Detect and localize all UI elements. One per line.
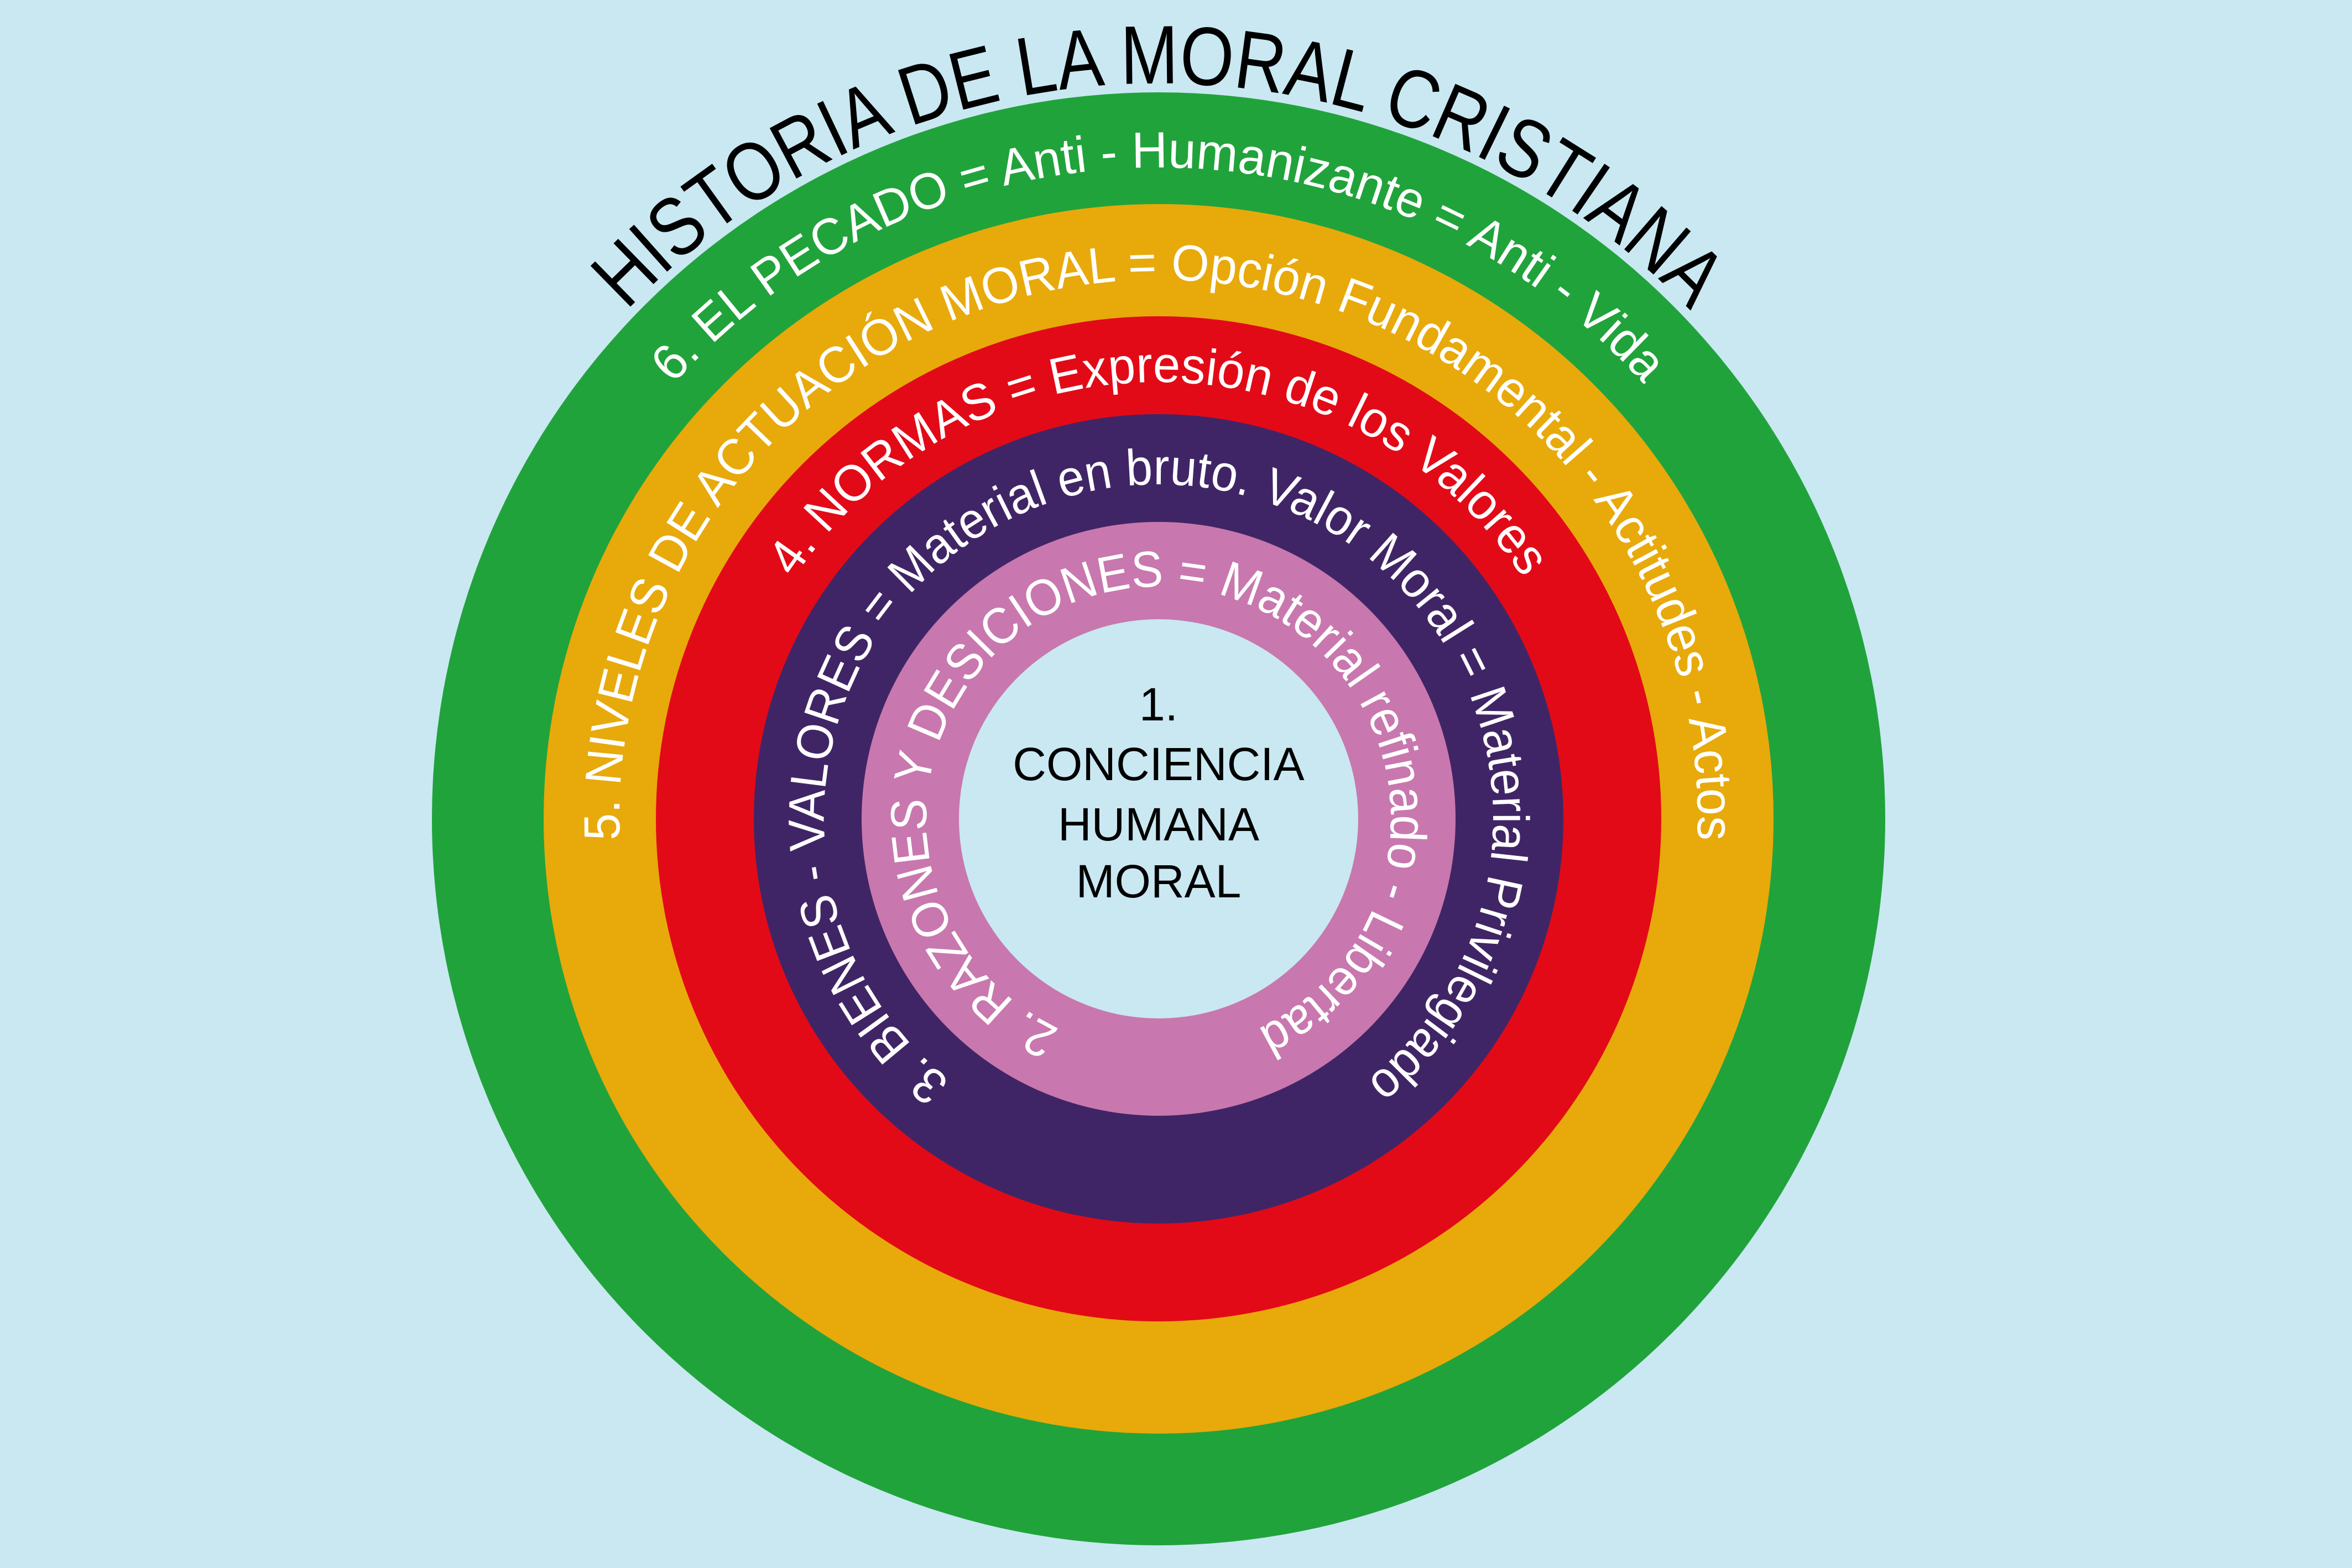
center-line-conciencia: CONCIENCIA <box>1013 738 1304 790</box>
center-line-moral: MORAL <box>1076 855 1242 907</box>
center-circle <box>959 619 1358 1018</box>
center-number: 1. <box>1139 678 1178 730</box>
center-line-humana: HUMANA <box>1058 798 1259 850</box>
